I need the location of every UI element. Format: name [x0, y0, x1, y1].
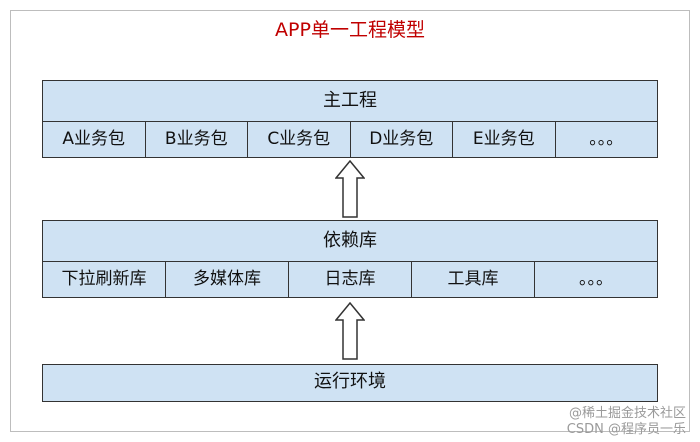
main-project-label: 主工程	[323, 90, 377, 111]
watermark: @稀土掘金技术社区 CSDN @程序员一乐	[486, 406, 686, 438]
lib-more: 。。。	[579, 269, 613, 289]
runtime-label: 运行环境	[314, 371, 386, 392]
lib-multimedia: 多媒体库	[166, 262, 289, 297]
module-d: D业务包	[351, 122, 453, 157]
dependency-modules: 下拉刷新库 多媒体库 日志库 工具库 。。。	[43, 261, 657, 297]
up-arrow-icon	[335, 302, 365, 360]
lib-tools: 工具库	[412, 262, 535, 297]
diagram-title: APP单一工程模型	[275, 19, 425, 41]
lib-log: 日志库	[289, 262, 412, 297]
dependency-label: 依赖库	[323, 230, 377, 251]
dependency-block: 依赖库 下拉刷新库 多媒体库 日志库 工具库 。。。	[42, 220, 658, 298]
main-project-block: 主工程 A业务包 B业务包 C业务包 D业务包 E业务包 。。。	[42, 80, 658, 158]
module-b: B业务包	[146, 122, 248, 157]
module-more: 。。。	[589, 129, 624, 149]
module-e: E业务包	[453, 122, 556, 157]
watermark-line-1: @稀土掘金技术社区	[568, 406, 686, 421]
watermark-line-2: CSDN @程序员一乐	[566, 422, 686, 437]
main-project-modules: A业务包 B业务包 C业务包 D业务包 E业务包 。。。	[43, 121, 657, 157]
lib-pull-refresh: 下拉刷新库	[43, 262, 166, 297]
up-arrow-icon	[335, 160, 365, 218]
module-a: A业务包	[43, 122, 146, 157]
runtime-block: 运行环境	[42, 364, 658, 402]
module-c: C业务包	[248, 122, 351, 157]
